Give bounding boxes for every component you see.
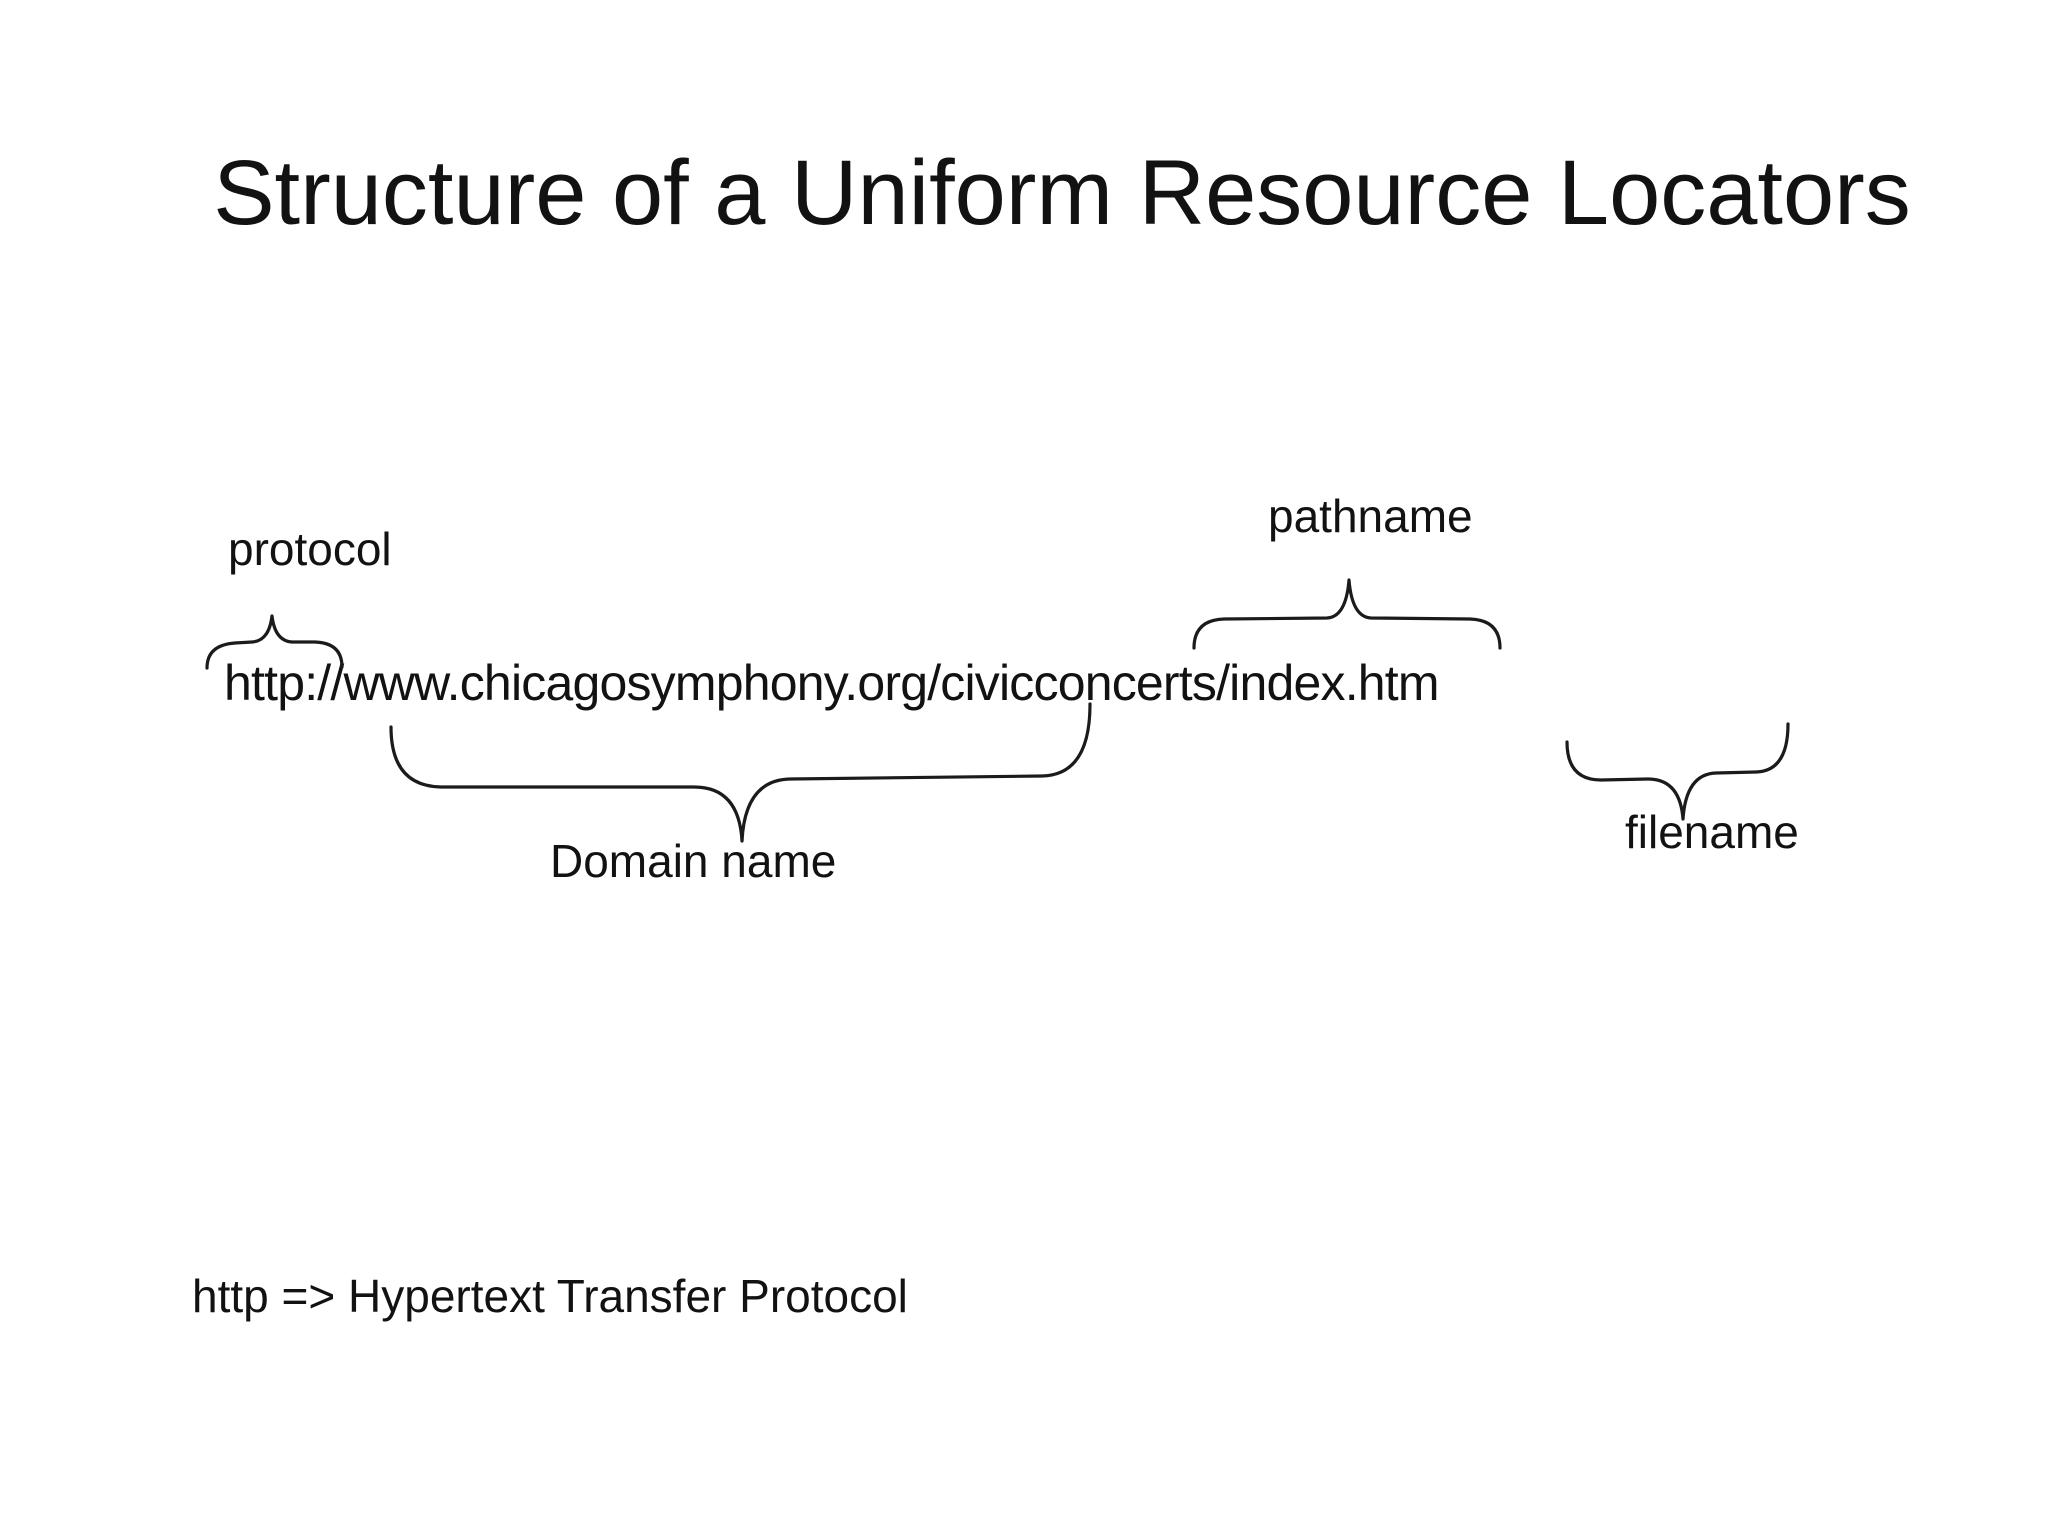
slide-title: Structure of a Uniform Resource Locators (213, 142, 1911, 244)
protocol-definition-note: http => Hypertext Transfer Protocol (192, 1270, 908, 1322)
url-text: http://www.chicagosymphony.org/civicconc… (224, 655, 1440, 711)
protocol-label: protocol (228, 523, 392, 575)
pathname-brace-icon (1192, 578, 1502, 650)
filename-brace-icon (1565, 722, 1790, 821)
domain-name-label: Domain name (550, 835, 837, 887)
pathname-label: pathname (1268, 490, 1473, 542)
filename-label: filename (1625, 806, 1799, 858)
domain-brace-icon (389, 702, 1092, 843)
